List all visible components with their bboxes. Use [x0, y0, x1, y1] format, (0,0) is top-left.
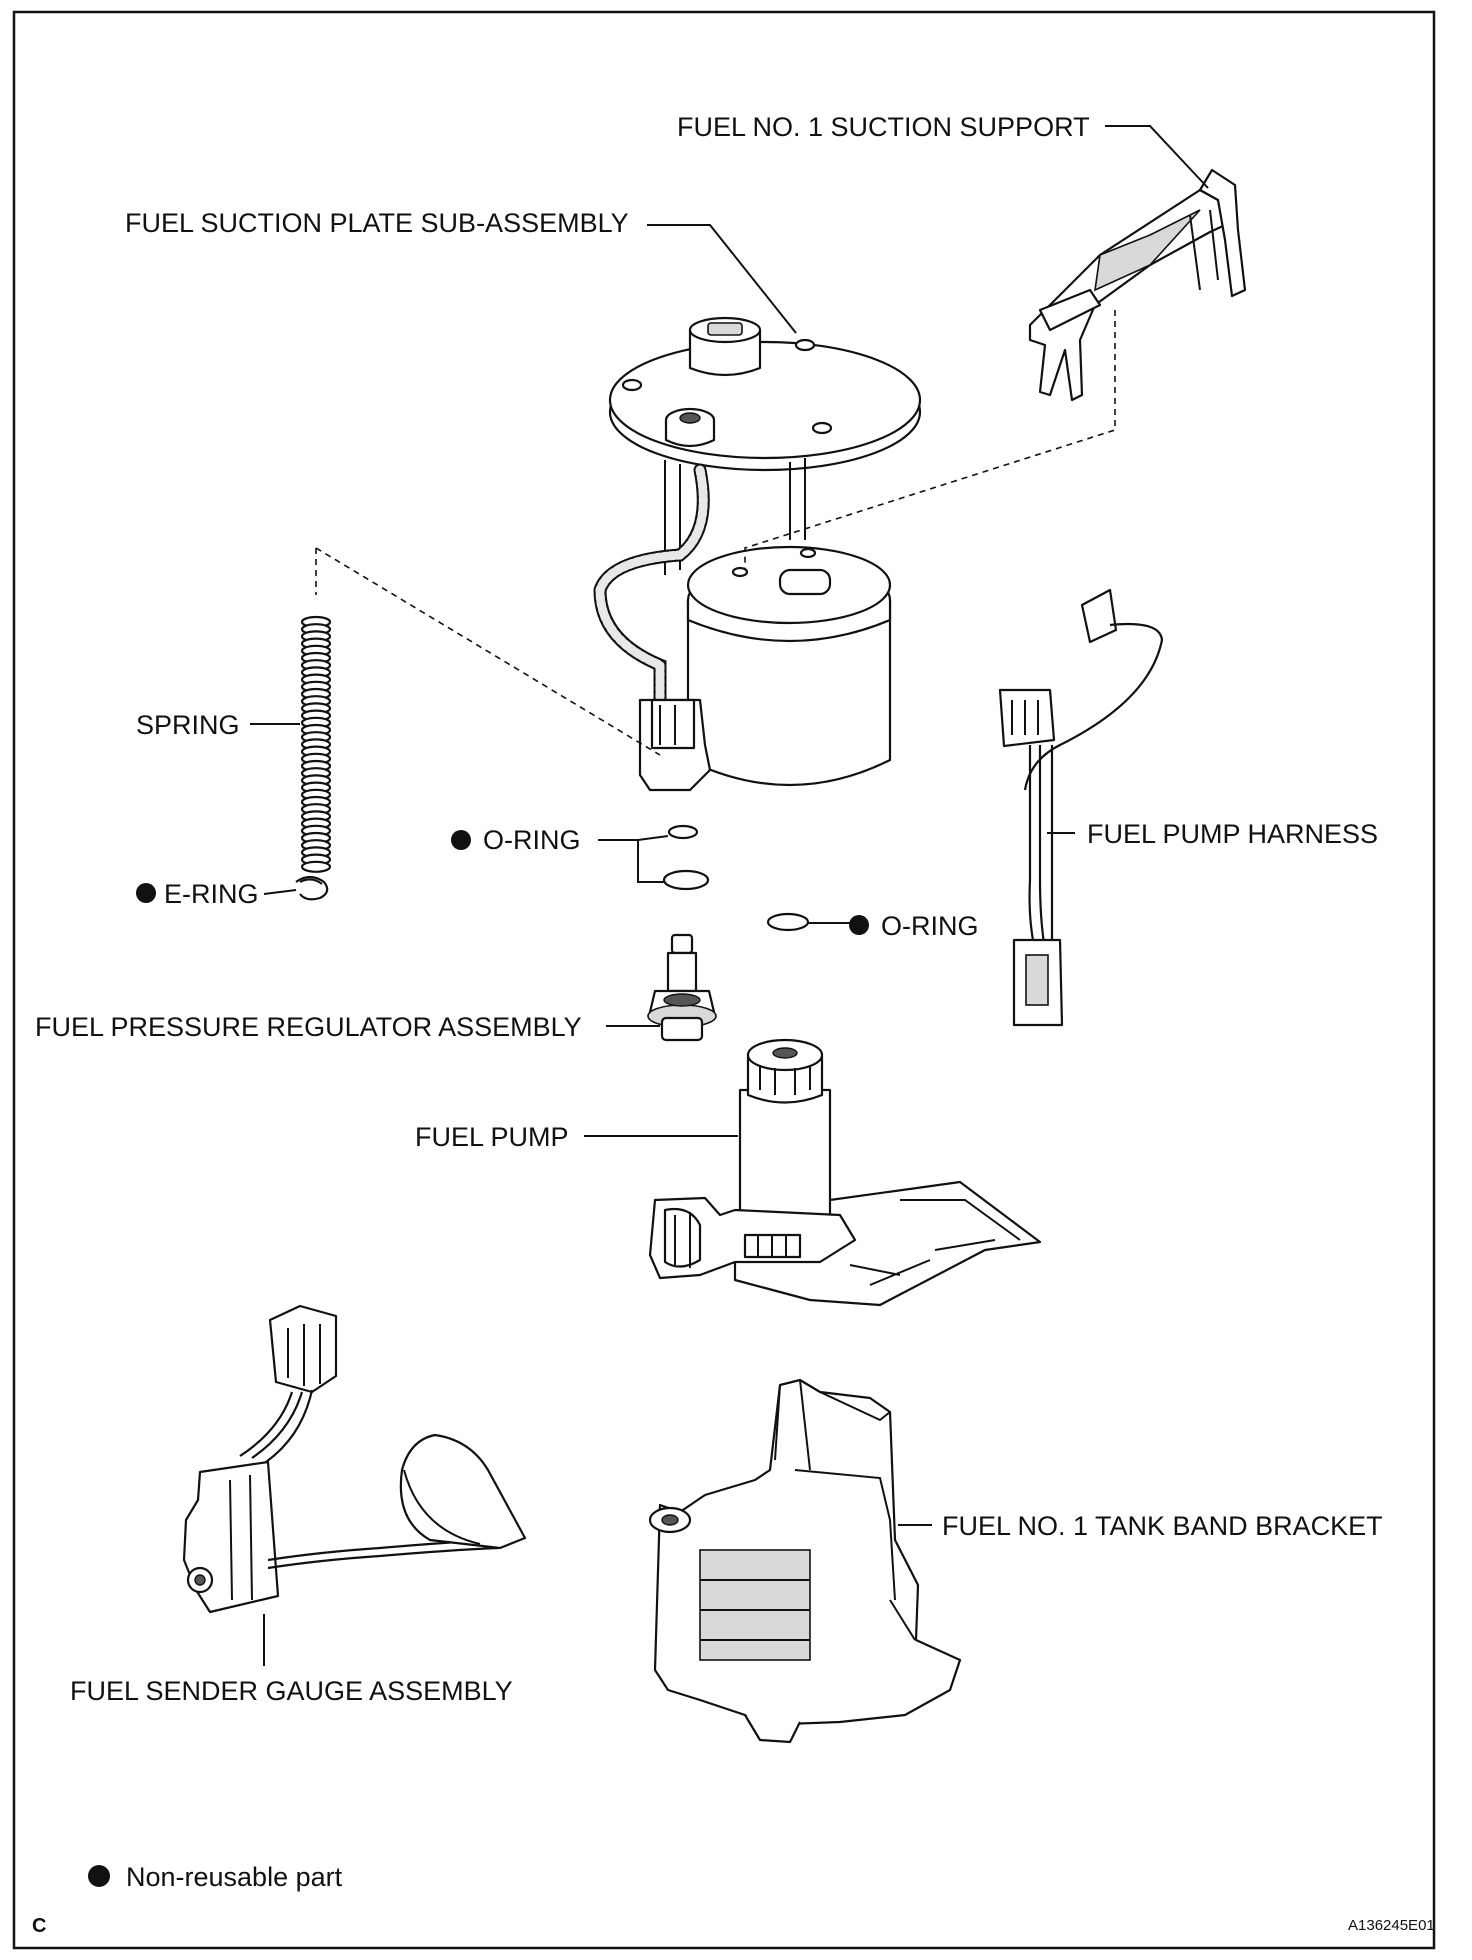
o-ring-medium — [662, 869, 710, 891]
page-frame — [12, 10, 1436, 1950]
label-pump-harness: FUEL PUMP HARNESS — [1087, 819, 1378, 849]
legend-dot — [88, 1865, 110, 1887]
alignment-line-spring — [315, 547, 661, 756]
suction-plate-part — [608, 316, 922, 575]
e-ring-part — [295, 875, 329, 901]
alignment-line-support — [744, 310, 1116, 570]
o-ring-right — [766, 912, 810, 932]
label-tank-band-bracket: FUEL NO. 1 TANK BAND BRACKET — [942, 1511, 1383, 1541]
leader-suction-support — [1105, 125, 1209, 189]
pressure-regulator-part — [647, 933, 717, 1042]
spring-coil — [300, 860, 332, 873]
tank-band-bracket-part — [648, 1378, 962, 1744]
leader-suction-plate — [647, 224, 797, 334]
label-sender-gauge: FUEL SENDER GAUGE ASSEMBLY — [70, 1676, 513, 1706]
leader-e-ring — [263, 889, 297, 895]
suction-support-part — [1028, 168, 1247, 402]
pump-harness-part — [998, 588, 1164, 1027]
non-reusable-dot-o-ring-2 — [849, 915, 869, 935]
label-suction-support: FUEL NO. 1 SUCTION SUPPORT — [677, 112, 1090, 142]
label-o-ring-1: O-RING — [483, 825, 581, 855]
spring-part — [300, 615, 332, 873]
leader-o-ring-1 — [598, 835, 669, 883]
label-pressure-regulator: FUEL PRESSURE REGULATOR ASSEMBLY — [35, 1012, 582, 1042]
label-o-ring-2: O-RING — [881, 911, 979, 941]
non-reusable-dot-e-ring — [136, 883, 156, 903]
fuel-hose — [593, 463, 710, 707]
corner-letter: C — [32, 1915, 46, 1937]
fuel-pump-part — [648, 1038, 1042, 1307]
fuel-filter-canister — [638, 545, 892, 792]
figure-code: A136245E01 — [1348, 1917, 1435, 1934]
label-fuel-pump: FUEL PUMP — [415, 1122, 569, 1152]
non-reusable-dot-o-ring-1 — [451, 830, 471, 850]
legend-text: Non-reusable part — [126, 1862, 343, 1892]
label-spring: SPRING — [136, 710, 240, 740]
label-suction-plate: FUEL SUCTION PLATE SUB-ASSEMBLY — [125, 208, 629, 238]
o-ring-small — [667, 824, 699, 840]
label-e-ring: E-RING — [164, 879, 259, 909]
sender-gauge-part — [182, 1304, 527, 1614]
